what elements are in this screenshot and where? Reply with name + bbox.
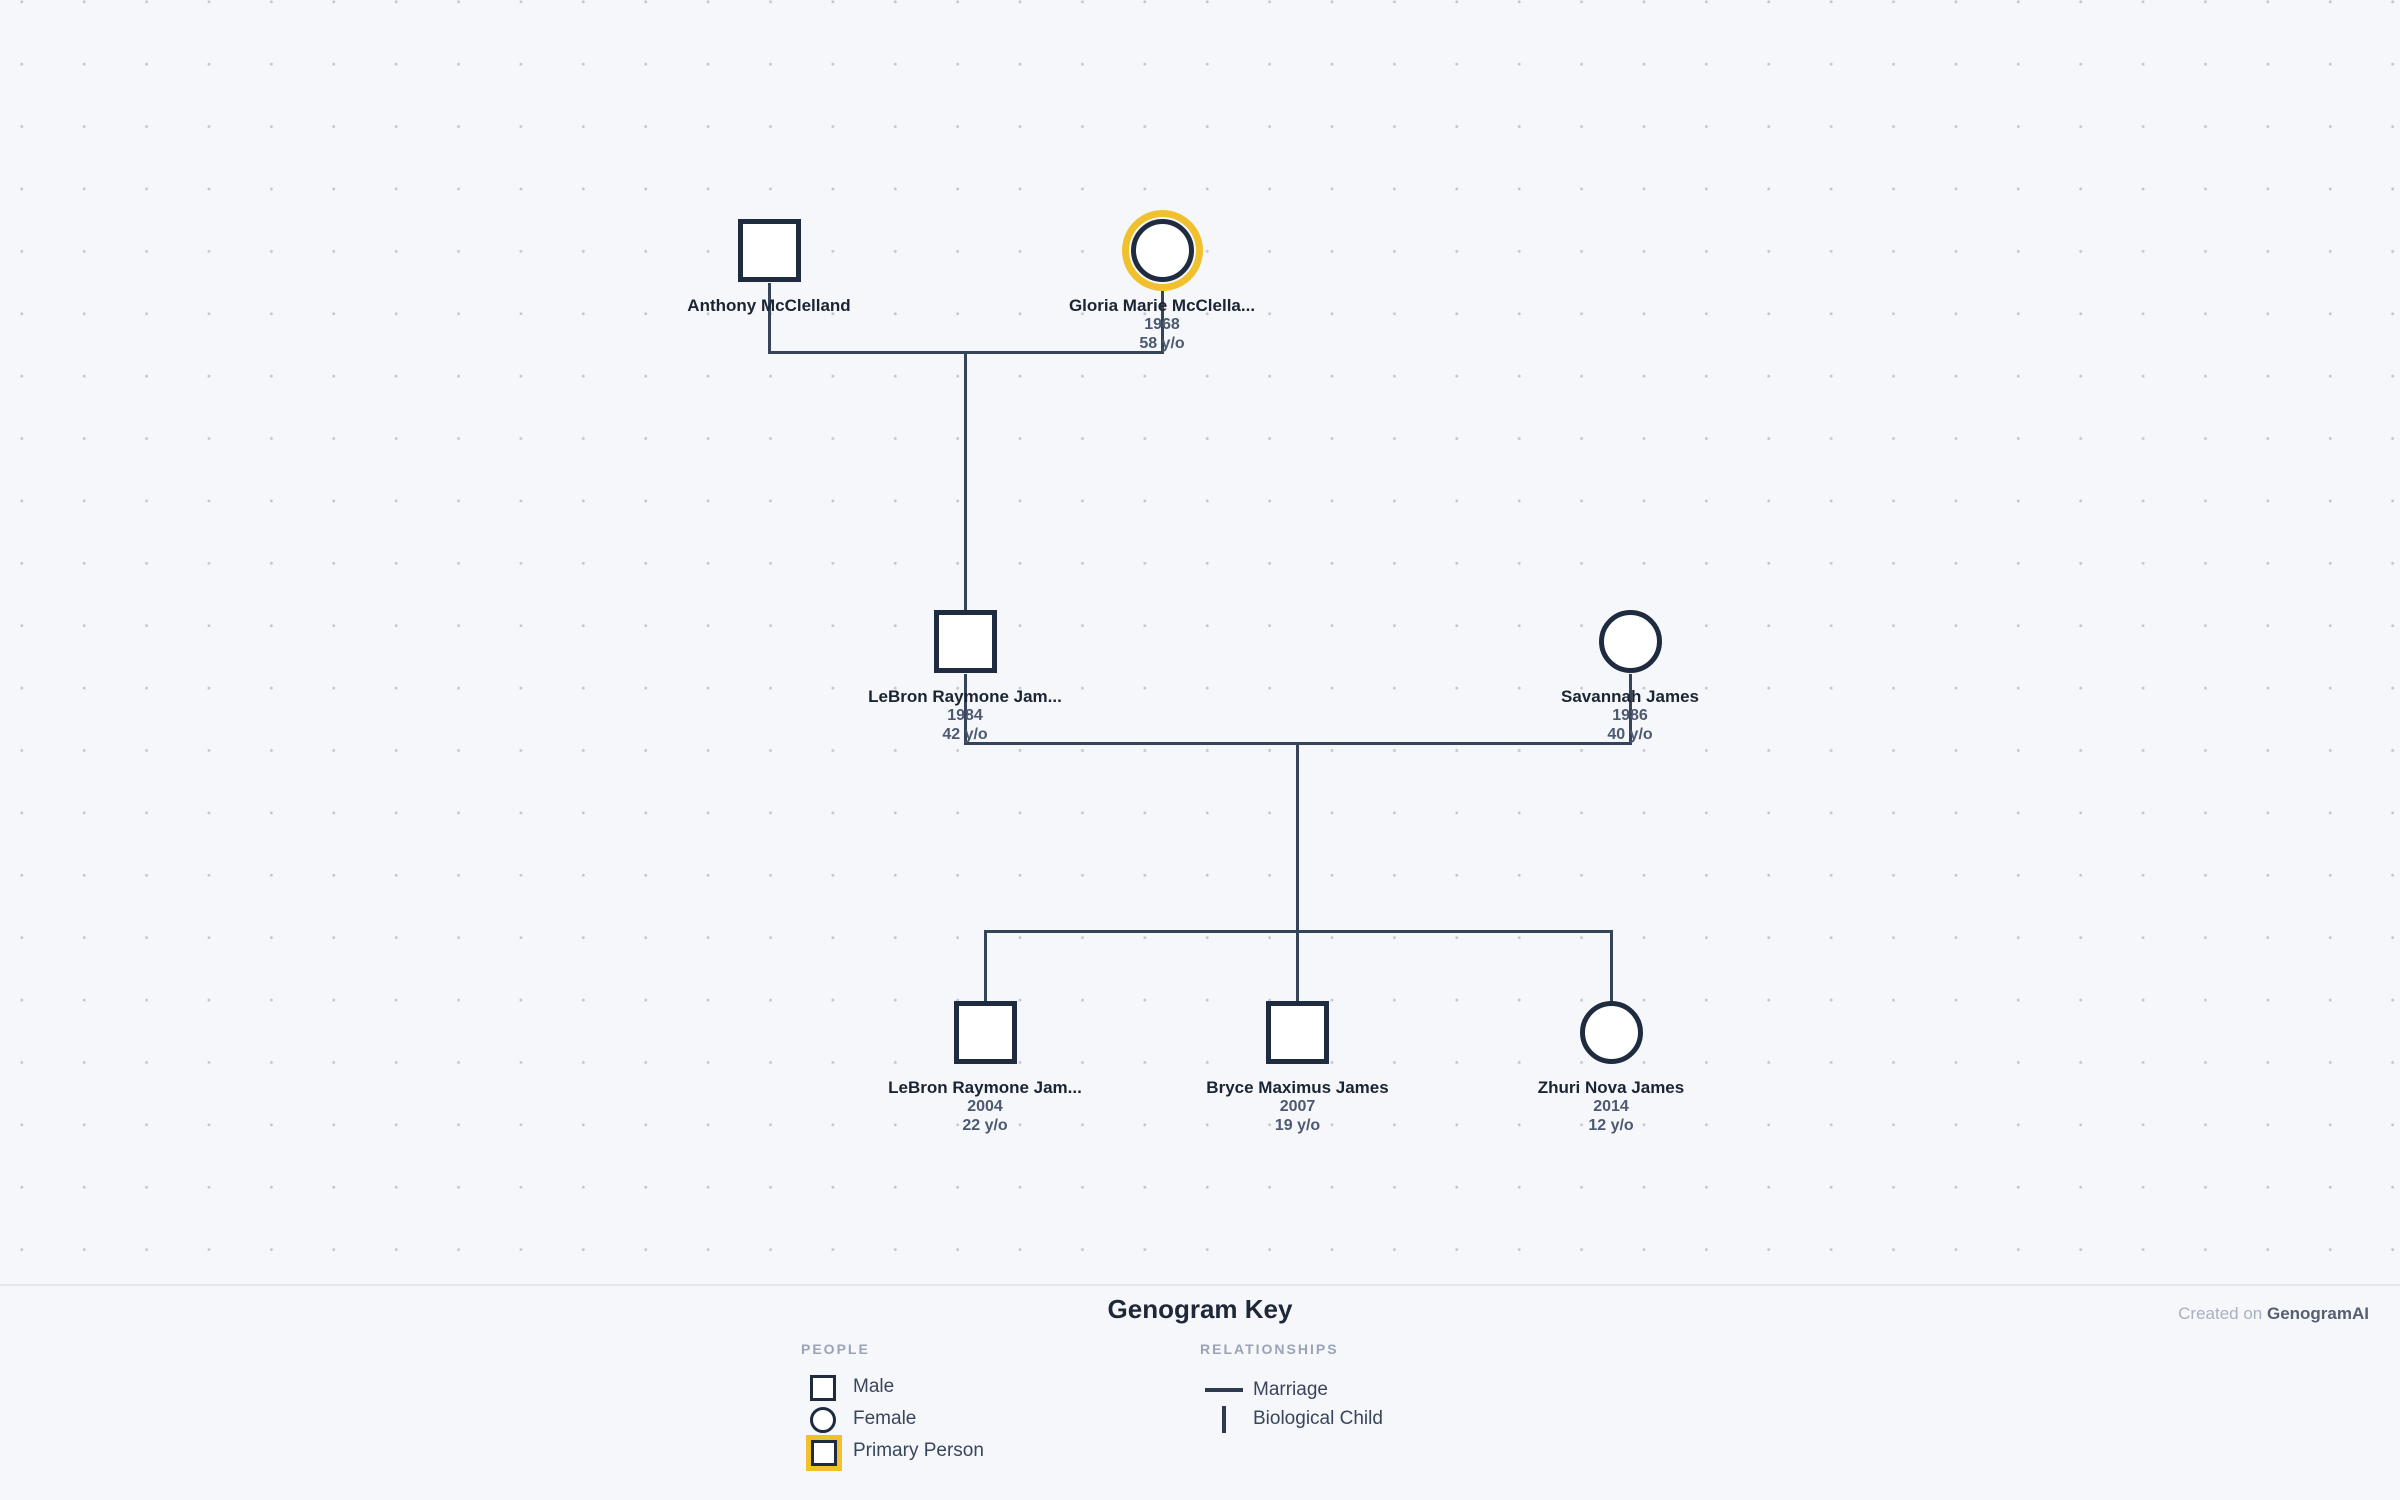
person-name: Gloria Marie McClella... xyxy=(1068,296,1256,315)
person-age: 42 y/o xyxy=(942,726,988,743)
person-birth-year: 1986 xyxy=(1612,707,1648,724)
person-name: LeBron Raymone Jam... xyxy=(888,1078,1082,1097)
marriage-stub-lebron xyxy=(963,674,967,745)
female-symbol[interactable] xyxy=(1579,1001,1643,1064)
marriage-stub-anthony xyxy=(767,283,771,353)
person-label: LeBron Raymone Jam... 1984 42 y/o xyxy=(868,687,1062,744)
child-stub-lebron-jr xyxy=(983,932,987,1002)
sibling-line xyxy=(983,930,1613,933)
genogram-canvas[interactable]: Anthony McClelland Gloria Marie McClella… xyxy=(0,0,2400,1284)
marriage-line-swatch xyxy=(1205,1388,1243,1392)
person-label: LeBron Raymone Jam... 2004 22 y/o xyxy=(888,1078,1082,1135)
child-drop-center xyxy=(1296,744,1299,1002)
person-name: Bryce Maximus James xyxy=(1206,1078,1389,1097)
person-label: Bryce Maximus James 2007 19 y/o xyxy=(1206,1078,1388,1135)
credit-created-on: Created on xyxy=(2178,1304,2267,1323)
person-label: Anthony McClelland xyxy=(687,296,850,315)
person-age: 22 y/o xyxy=(962,1117,1008,1134)
person-name: Zhuri Nova James xyxy=(1537,1078,1685,1097)
key-label-female: Female xyxy=(853,1408,917,1429)
key-label-male: Male xyxy=(853,1376,895,1397)
marriage-line-gen2 xyxy=(963,742,1632,745)
person-birth-year: 1984 xyxy=(947,707,983,724)
person-name: Savannah James xyxy=(1561,687,1699,706)
male-symbol-swatch xyxy=(810,1375,836,1401)
key-label-primary-person: Primary Person xyxy=(853,1440,984,1461)
female-symbol-primary[interactable] xyxy=(1130,219,1194,282)
credit-brand: GenogramAI xyxy=(2266,1304,2369,1323)
marriage-line-gen1 xyxy=(767,351,1164,354)
key-label-marriage: Marriage xyxy=(1253,1379,1328,1400)
person-age: 19 y/o xyxy=(1274,1117,1321,1134)
male-symbol[interactable] xyxy=(953,1001,1017,1064)
person-birth-year: 1968 xyxy=(1144,316,1180,333)
person-birth-year: 2014 xyxy=(1593,1098,1629,1115)
person-birth-year: 2004 xyxy=(967,1098,1003,1115)
male-symbol[interactable] xyxy=(1266,1001,1329,1064)
person-name: Anthony McClelland xyxy=(687,296,851,315)
person-name: LeBron Raymone Jam... xyxy=(868,687,1062,706)
child-stub-zhuri xyxy=(1609,932,1613,1002)
key-section-people: PEOPLE xyxy=(801,1341,870,1357)
person-birth-year: 2007 xyxy=(1279,1098,1316,1115)
child-drop-lebron xyxy=(963,353,967,611)
key-label-biological-child: Biological Child xyxy=(1253,1408,1383,1429)
male-symbol[interactable] xyxy=(933,610,997,673)
person-age: 12 y/o xyxy=(1588,1117,1634,1134)
person-label: Savannah James 1986 40 y/o xyxy=(1561,687,1699,744)
biological-child-line-swatch xyxy=(1222,1406,1226,1433)
female-symbol-swatch xyxy=(810,1407,836,1433)
person-label: Zhuri Nova James 2014 12 y/o xyxy=(1538,1078,1684,1135)
marriage-stub-savannah xyxy=(1628,674,1632,745)
marriage-stub-gloria xyxy=(1160,283,1164,353)
female-symbol[interactable] xyxy=(1598,610,1662,673)
primary-person-swatch xyxy=(811,1440,837,1466)
male-symbol[interactable] xyxy=(737,219,801,282)
key-title: Genogram Key xyxy=(1107,1294,1293,1324)
person-label: Gloria Marie McClella... 1968 58 y/o xyxy=(1069,296,1255,353)
key-divider xyxy=(0,1284,2400,1286)
person-age: 58 y/o xyxy=(1139,335,1185,352)
credit: Created on GenogramAI xyxy=(2178,1304,2369,1324)
key-section-relationships: RELATIONSHIPS xyxy=(1200,1341,1339,1357)
person-age: 40 y/o xyxy=(1607,726,1653,743)
